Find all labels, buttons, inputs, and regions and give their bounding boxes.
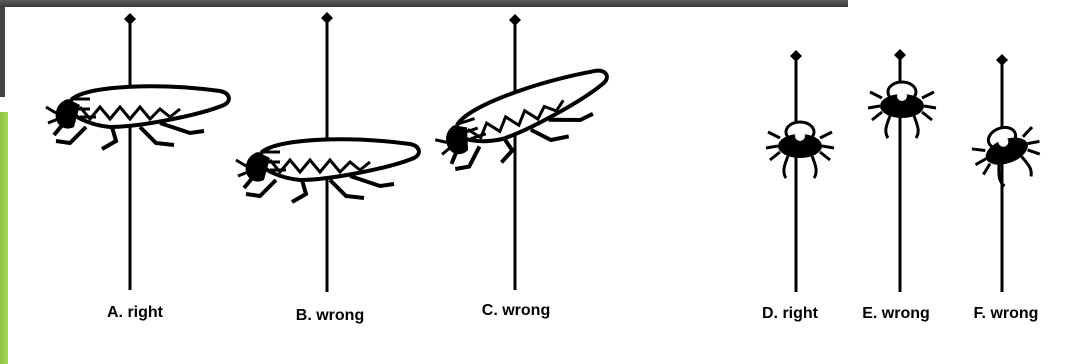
label-a: A. right	[107, 304, 163, 322]
pin-head-d	[790, 50, 802, 62]
panel-a-specimen	[46, 13, 229, 290]
label-e: E. wrong	[862, 305, 930, 323]
label-b: B. wrong	[296, 307, 364, 325]
label-c: C. wrong	[482, 302, 550, 320]
panel-f-specimen	[967, 54, 1050, 292]
pin-head-a	[124, 13, 136, 25]
insect-e	[868, 82, 936, 138]
insect-d	[766, 122, 834, 178]
panel-d-specimen	[766, 50, 834, 292]
panel-b-specimen	[236, 12, 419, 292]
label-f: F. wrong	[974, 305, 1039, 323]
pin-head-e	[894, 49, 906, 61]
panel-e-specimen	[868, 49, 936, 292]
insect-f	[967, 117, 1050, 193]
insect-c	[429, 64, 622, 180]
label-d: D. right	[762, 305, 818, 323]
pin-head-b	[321, 12, 333, 24]
pin-head-c	[509, 14, 521, 26]
insect-a	[46, 86, 229, 149]
panel-c-specimen	[429, 14, 622, 290]
pin-head-f	[996, 54, 1008, 66]
